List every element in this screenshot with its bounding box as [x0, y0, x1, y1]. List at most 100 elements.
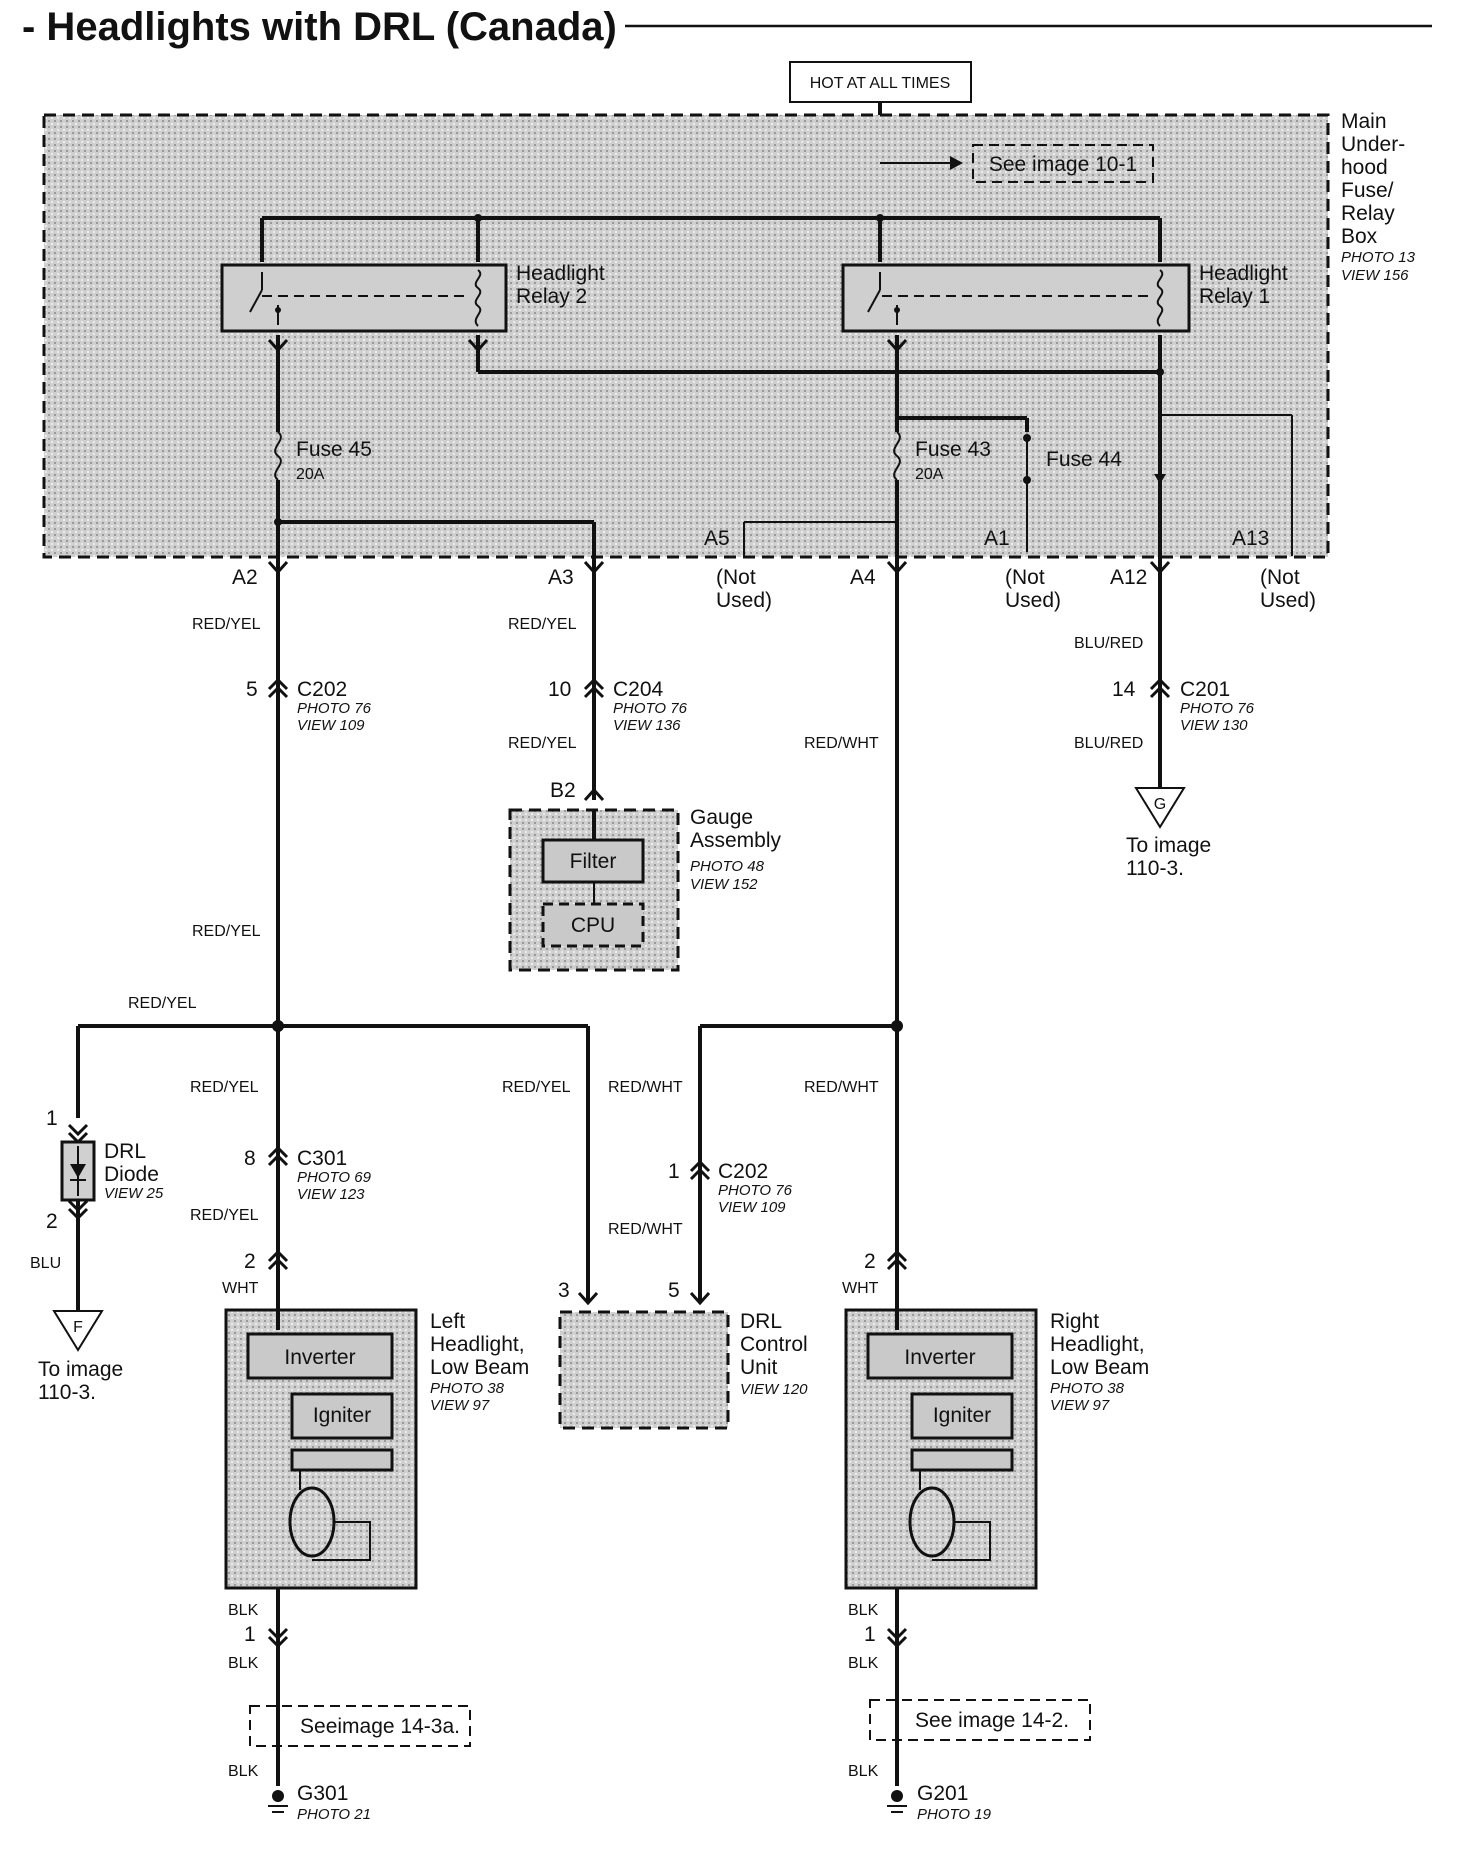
not-used-a1: (Not Used) [1005, 566, 1061, 612]
headlight-relay-2 [220, 263, 508, 333]
wire-left-wht: WHT [222, 1280, 259, 1297]
wire-left-red-yel-2: RED/YEL [192, 923, 261, 940]
relay-2-coil [474, 269, 482, 327]
wire-a3-red-yel-2: RED/YEL [508, 735, 577, 752]
c301-pin: 8 [244, 1147, 256, 1170]
drl-unit-pin3: 3 [558, 1279, 570, 1302]
gauge-pin: B2 [550, 779, 576, 802]
drl-unit-pin5: 5 [668, 1279, 680, 1302]
terminal-a2: A2 [232, 566, 258, 589]
fuse-43-symbol [893, 431, 901, 481]
fuse-relay-box [42, 113, 1330, 559]
wire-a12-blu-red: BLU/RED [1074, 635, 1143, 652]
terminal-a1: A1 [984, 527, 1010, 550]
right-igniter-label: Igniter [933, 1404, 991, 1427]
to-image-f[interactable]: To image 110-3. [38, 1358, 129, 1404]
c202-mid-name: C202 [718, 1160, 768, 1183]
wire-drl-red-wht-2: RED/WHT [608, 1221, 683, 1238]
right-headlight-gnd-pin: 1 [864, 1623, 876, 1646]
terminal-a5: A5 [704, 527, 730, 550]
left-headlight-label: Left Headlight, Low Beam [430, 1310, 530, 1379]
see-image-14-3a[interactable]: Seeimage 14-3a. [300, 1715, 460, 1738]
c202-mid-pin: 1 [668, 1160, 680, 1183]
drl-control-unit [558, 1310, 730, 1430]
right-headlight-label: Right Headlight, Low Beam [1050, 1310, 1150, 1379]
left-igniter-label: Igniter [313, 1404, 371, 1427]
wire-a2-red-yel: RED/YEL [192, 616, 261, 633]
gauge-view: VIEW 152 [690, 876, 758, 893]
drl-diode-pin2: 2 [46, 1210, 58, 1233]
left-headlight-gnd-pin: 1 [244, 1623, 256, 1646]
see-image-14-2-box[interactable] [869, 1699, 1091, 1741]
c201-pin: 14 [1112, 678, 1136, 701]
left-inverter [246, 1332, 394, 1380]
wire-right-red-wht: RED/WHT [804, 1079, 879, 1096]
c204-photo: PHOTO 76 [613, 700, 688, 717]
fuse-box-view: VIEW 156 [1341, 267, 1409, 284]
not-used-a5: (Not Used) [716, 566, 772, 612]
drl-diode-pin1: 1 [46, 1107, 58, 1130]
wire-right-blk-2: BLK [848, 1655, 879, 1672]
off-page-g-letter: G [1154, 796, 1166, 813]
not-used-a13: (Not Used) [1260, 566, 1316, 612]
wire-diode-red-yel: RED/YEL [128, 995, 197, 1012]
wire-left-blk-1: BLK [228, 1602, 259, 1619]
c201-name: C201 [1180, 678, 1230, 701]
fuse-44-name: Fuse 44 [1046, 448, 1122, 471]
gauge-photo: PHOTO 48 [690, 858, 765, 875]
gauge-cpu [541, 902, 645, 948]
diode-icon [70, 1164, 86, 1178]
page-title: - Headlights with DRL (Canada) [22, 5, 617, 49]
c202-left-photo: PHOTO 76 [297, 700, 372, 717]
c301-photo: PHOTO 69 [297, 1169, 372, 1186]
left-headlight-view: VIEW 97 [430, 1397, 490, 1414]
see-image-10-1[interactable]: See image 10-1 [989, 153, 1137, 176]
wire-right-wht: WHT [842, 1280, 879, 1297]
g301-name: G301 [297, 1782, 348, 1805]
see-image-14-3a-box[interactable] [249, 1705, 471, 1747]
wire-left-blk-2: BLK [228, 1655, 259, 1672]
right-inverter [866, 1332, 1014, 1380]
wire-right-blk-3: BLK [848, 1763, 879, 1780]
left-igniter [290, 1392, 394, 1440]
c201-view: VIEW 130 [1180, 717, 1248, 734]
c202-left-view: VIEW 109 [297, 717, 365, 734]
gauge-filter-label: Filter [570, 850, 617, 873]
c202-mid-photo: PHOTO 76 [718, 1182, 793, 1199]
off-page-connector-f [52, 1310, 104, 1352]
right-headlight-photo: PHOTO 38 [1050, 1380, 1125, 1397]
right-inverter-label: Inverter [904, 1346, 975, 1369]
drl-diode-label: DRL Diode [104, 1140, 159, 1186]
headlight-relay-1 [841, 263, 1191, 333]
terminal-a3: A3 [548, 566, 574, 589]
c202-mid-view: VIEW 109 [718, 1199, 786, 1216]
wire-a4-red-wht: RED/WHT [804, 735, 879, 752]
off-page-f-letter: F [73, 1319, 83, 1336]
wire-a3-red-yel: RED/YEL [508, 616, 577, 633]
relay-2-label: Headlight Relay 2 [516, 262, 611, 308]
c204-pin: 10 [548, 678, 571, 701]
c301-name: C301 [297, 1147, 347, 1170]
left-headlight-pin: 2 [244, 1250, 256, 1273]
hot-label: HOT AT ALL TIMES [810, 75, 951, 92]
c202-left-name: C202 [297, 678, 347, 701]
fuse-45-symbol [274, 431, 282, 481]
fuse-45-name: Fuse 45 [296, 438, 372, 461]
wire-left-red-yel-4: RED/YEL [190, 1207, 259, 1224]
fuse-43-name: Fuse 43 [915, 438, 991, 461]
right-headlight-pin: 2 [864, 1250, 876, 1273]
fuse-45-amps: 20A [296, 466, 325, 483]
c204-name: C204 [613, 678, 664, 701]
wire-a12-blu-red-2: BLU/RED [1074, 735, 1143, 752]
wire-drl-red-yel: RED/YEL [502, 1079, 571, 1096]
wire-left-blk-3: BLK [228, 1763, 259, 1780]
see-image-10-1-box[interactable] [972, 144, 1154, 183]
off-page-connector-g [1134, 787, 1186, 829]
terminal-a12: A12 [1110, 566, 1147, 589]
wire-left-red-yel-3: RED/YEL [190, 1079, 259, 1096]
see-image-14-2[interactable]: See image 14-2. [915, 1709, 1069, 1732]
fuse-box-label: Main Under- hood Fuse/ Relay Box [1341, 110, 1411, 248]
wire-drl-red-wht: RED/WHT [608, 1079, 683, 1096]
to-image-g[interactable]: To image 110-3. [1126, 834, 1217, 880]
